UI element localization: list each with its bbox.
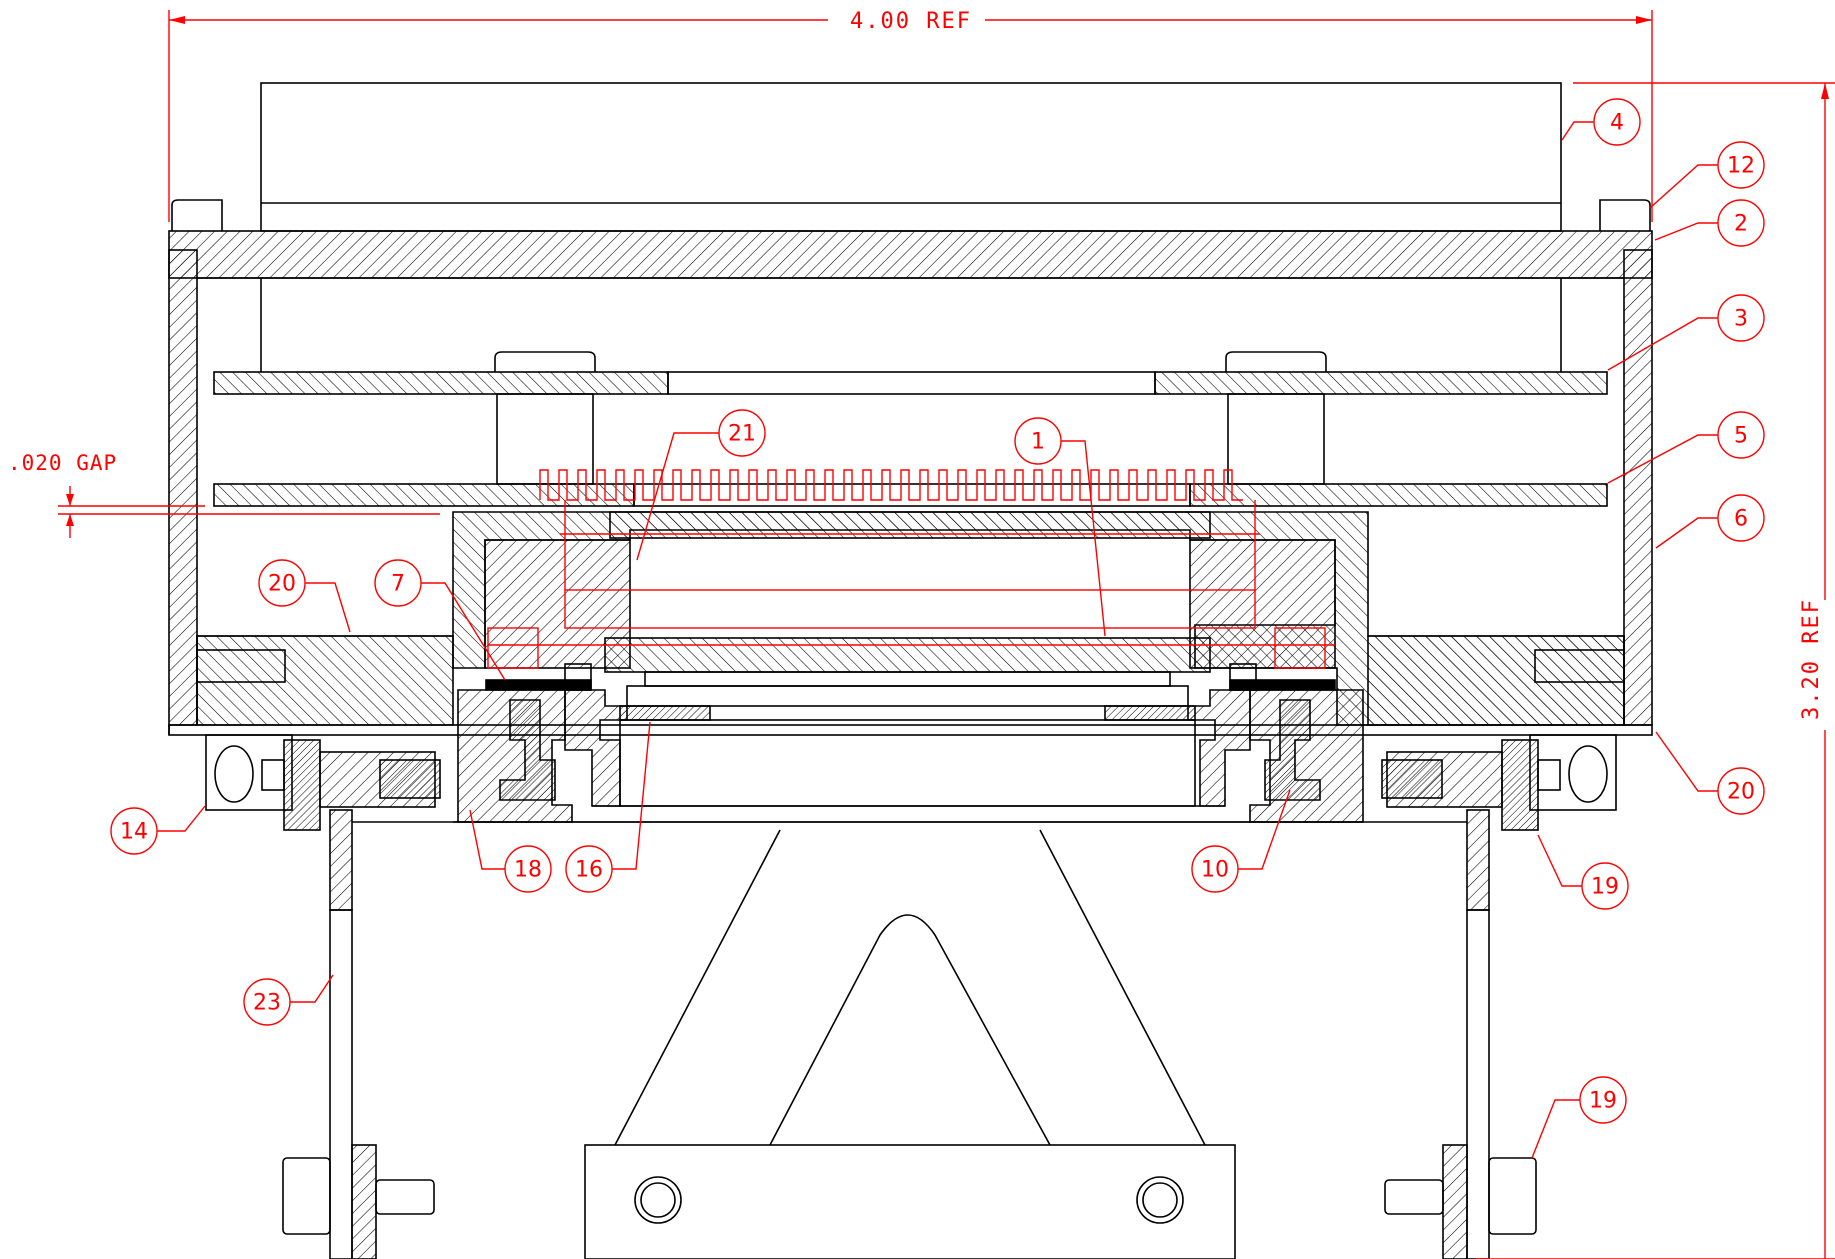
width-dimension-label: 4.00 REF [850,9,972,34]
balloon-10: 10 [1191,845,1239,893]
balloon-6: 6 [1717,494,1765,542]
leader-lines [157,121,1718,1159]
svg-text:4: 4 [1610,111,1624,136]
svg-text:20: 20 [268,572,296,597]
balloon-20-lower: 20 [1717,767,1765,815]
svg-text:6: 6 [1734,507,1748,532]
svg-text:14: 14 [120,820,148,845]
gap-dimension-label: .020 GAP [8,451,117,475]
svg-text:19: 19 [1591,875,1619,900]
balloon-12: 12 [1717,141,1765,189]
balloon-19-upper: 19 [1581,862,1629,910]
balloon-1: 1 [1014,417,1062,465]
svg-text:3: 3 [1734,307,1748,332]
dimension-width: 4.00 REF [168,9,1653,222]
svg-text:21: 21 [728,422,756,447]
balloon-16: 16 [565,845,613,893]
svg-text:18: 18 [514,858,542,883]
svg-text:20: 20 [1727,780,1755,805]
svg-text:19: 19 [1589,1089,1617,1114]
svg-text:2: 2 [1734,212,1748,237]
balloon-21: 21 [718,409,766,457]
svg-text:12: 12 [1727,154,1755,179]
balloon-18: 18 [504,845,552,893]
dimension-gap: .020 GAP [8,451,440,538]
svg-text:16: 16 [575,858,603,883]
balloon-14: 14 [110,807,158,855]
svg-text:10: 10 [1201,858,1229,883]
balloon-19-lower: 19 [1579,1076,1627,1124]
balloon-2: 2 [1717,199,1765,247]
svg-text:23: 23 [253,991,281,1016]
svg-text:7: 7 [391,572,405,597]
balloon-3: 3 [1717,294,1765,342]
height-dimension-label: 3.20 REF [1799,598,1824,720]
balloon-20-upper: 20 [258,559,306,607]
part-geometry [168,82,1653,1259]
red-detail-lines [487,469,1335,669]
balloon-4: 4 [1593,98,1641,146]
svg-text:5: 5 [1734,424,1748,449]
svg-text:1: 1 [1031,430,1045,455]
balloon-23: 23 [243,978,291,1026]
balloon-7: 7 [374,559,422,607]
dimension-height: 3.20 REF [1476,82,1835,1259]
balloon-5: 5 [1717,411,1765,459]
